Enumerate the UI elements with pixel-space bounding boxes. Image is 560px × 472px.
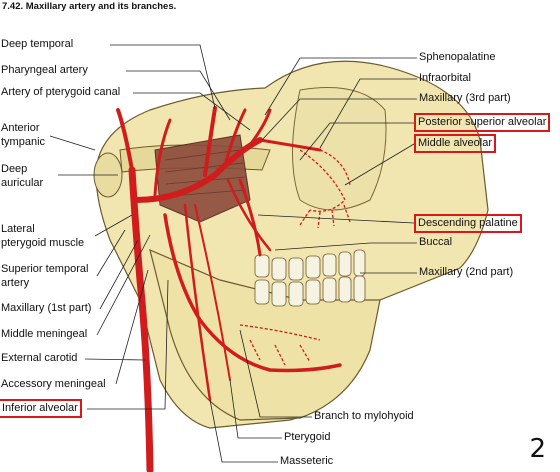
masseteric-artery [183, 203, 212, 402]
upper-teeth [254, 249, 366, 281]
inferior-alveolar-artery [163, 213, 342, 373]
deep-temporal-artery [203, 106, 217, 177]
label-deep-auricular-line2: auricular [1, 177, 44, 189]
leader-lines-right [257, 57, 417, 274]
superior-temporal-artery [116, 108, 134, 172]
leader-lines-left [49, 44, 251, 410]
alveolar-branches [239, 149, 351, 366]
figure-title: 7.42. Maxillary artery and its branches. [2, 1, 177, 12]
label-anterior-tympanic-line2: tympanic [1, 136, 46, 148]
label-infraorbital: Infraorbital [419, 72, 471, 84]
label-accessory-meningeal: Accessory meningeal [1, 378, 106, 390]
deep-temporal-artery-2 [223, 108, 247, 167]
label-superior-temporal-line1: Superior temporal [1, 263, 89, 275]
label-inferior-alveolar: Inferior alveolar [0, 399, 82, 418]
label-lateral-pterygoid-line1: Lateral [1, 223, 35, 235]
page-number: 2 [529, 434, 546, 464]
artery-network [116, 106, 342, 472]
pterygoid-artery [194, 204, 231, 381]
label-deep-auricular-line1: Deep [1, 163, 28, 175]
label-middle-meningeal: Middle meningeal [1, 328, 88, 340]
label-masseteric: Masseteric [280, 455, 334, 467]
label-pharyngeal-artery: Pharyngeal artery [1, 64, 88, 76]
external-carotid-artery [128, 166, 154, 472]
label-pterygoid: Pterygoid [284, 431, 331, 443]
label-maxillary-1st: Maxillary (1st part) [1, 302, 92, 314]
descending-palatine-artery [238, 178, 262, 257]
label-posterior-superior-alveolar: Posterior superior alveolar [413, 113, 551, 132]
label-descending-palatine: Descending palatine [414, 214, 522, 233]
sphenopalatine-artery [248, 108, 272, 147]
label-sphenopalatine: Sphenopalatine [419, 51, 496, 63]
label-artery-pterygoid-canal: Artery of pterygoid canal [1, 86, 121, 98]
label-deep-temporal: Deep temporal [1, 38, 74, 50]
label-branch-mylohyoid: Branch to mylohyoid [314, 410, 414, 422]
lower-teeth [254, 275, 366, 307]
orbit [292, 87, 387, 211]
leader-lines-bottom [209, 329, 312, 463]
label-maxillary-3rd: Maxillary (3rd part) [419, 92, 511, 104]
label-middle-alveolar: Middle alveolar [414, 134, 496, 153]
middle-meningeal-artery [153, 118, 172, 197]
maxillary-artery [133, 137, 263, 203]
label-superior-temporal-line2: artery [1, 277, 30, 289]
buccal-artery [226, 178, 272, 252]
infraorbital-artery [258, 138, 322, 152]
label-buccal: Buccal [419, 236, 453, 248]
label-external-carotid: External carotid [1, 352, 78, 364]
label-lateral-pterygoid-line2: pterygoid muscle [1, 237, 85, 249]
label-maxillary-2nd: Maxillary (2nd part) [419, 266, 514, 278]
label-anterior-tympanic-line1: Anterior [1, 122, 40, 134]
